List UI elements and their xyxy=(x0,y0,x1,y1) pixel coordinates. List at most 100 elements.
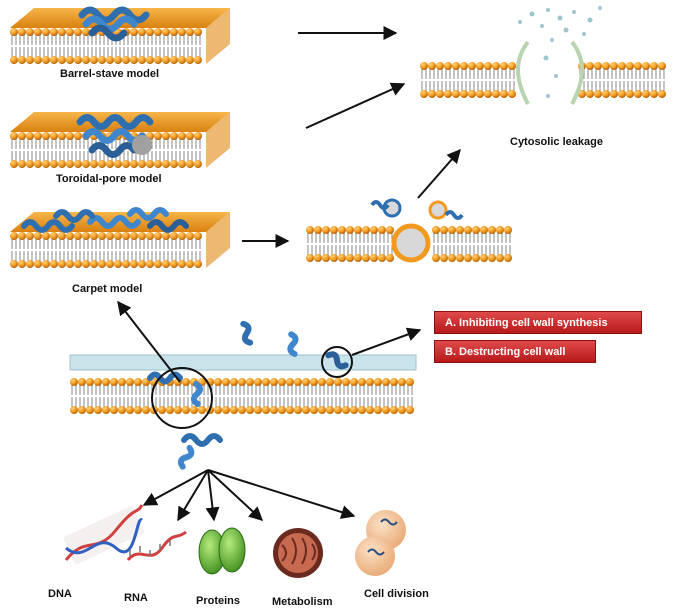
lipid-head xyxy=(106,56,114,64)
lipid-head xyxy=(496,254,504,262)
lipid-head xyxy=(130,28,138,36)
lipid-head xyxy=(366,406,374,414)
lipid-head xyxy=(174,406,182,414)
lipid-head xyxy=(138,56,146,64)
lipid-head xyxy=(370,254,378,262)
lipid-head xyxy=(472,254,480,262)
lipid-head xyxy=(170,28,178,36)
lipid-head xyxy=(126,406,134,414)
lipid-head xyxy=(74,232,82,240)
lipid-head xyxy=(444,90,452,98)
lipid-head xyxy=(346,226,354,234)
lipid-head xyxy=(114,160,122,168)
lipid-head xyxy=(286,378,294,386)
lipid-head xyxy=(138,160,146,168)
lipid-head xyxy=(106,160,114,168)
lipid-head xyxy=(102,406,110,414)
lipid-head xyxy=(66,260,74,268)
metabolism-label: Metabolism xyxy=(272,596,333,608)
lipid-head xyxy=(146,260,154,268)
lipid-head xyxy=(460,90,468,98)
lipid-head xyxy=(496,226,504,234)
leakage-pore-peptides xyxy=(516,40,584,105)
lipid-head xyxy=(98,232,106,240)
arrow-membrane-to-carpet xyxy=(117,300,181,383)
lipid-head xyxy=(398,406,406,414)
lipid-head xyxy=(10,232,18,240)
lipid-head xyxy=(130,160,138,168)
lipid-head xyxy=(114,56,122,64)
lipid-head xyxy=(306,226,314,234)
lipid-head xyxy=(342,378,350,386)
arrow-disruption-to-leakage xyxy=(417,148,461,199)
lipid-head xyxy=(162,232,170,240)
cell-wall xyxy=(69,354,417,371)
lipid-head xyxy=(186,56,194,64)
lipid-head xyxy=(626,62,634,70)
lipid-head xyxy=(130,260,138,268)
lipid-head xyxy=(82,56,90,64)
membrane-focus-circle xyxy=(151,367,213,429)
lipid-head xyxy=(82,160,90,168)
lipid-head xyxy=(194,260,202,268)
lipid-head xyxy=(146,56,154,64)
lipid-head xyxy=(10,28,18,36)
lipid-head xyxy=(350,406,358,414)
lipid-head xyxy=(432,254,440,262)
lipid-head xyxy=(114,232,122,240)
lipid-head xyxy=(130,56,138,64)
lipid-head xyxy=(586,90,594,98)
lipid-head xyxy=(126,378,134,386)
lipid-bilayer xyxy=(420,62,516,98)
lipid-head xyxy=(146,232,154,240)
lipid-head xyxy=(142,406,150,414)
lipid-head xyxy=(222,378,230,386)
lipid-head xyxy=(58,160,66,168)
lipid-head xyxy=(58,28,66,36)
protein-icon xyxy=(198,527,246,575)
lipid-head xyxy=(386,254,394,262)
lipid-head xyxy=(428,90,436,98)
lipid-head xyxy=(318,378,326,386)
lipid-head xyxy=(74,260,82,268)
lipid-head xyxy=(354,254,362,262)
lipid-head xyxy=(194,160,202,168)
lipid-head xyxy=(10,160,18,168)
lipid-head xyxy=(222,406,230,414)
lipid-head xyxy=(480,226,488,234)
lipid-head xyxy=(194,56,202,64)
lipid-head xyxy=(70,378,78,386)
lipid-head xyxy=(42,160,50,168)
lipid-head xyxy=(448,254,456,262)
lipid-head xyxy=(326,406,334,414)
rna-label: RNA xyxy=(124,592,148,604)
lipid-head xyxy=(334,378,342,386)
lipid-head xyxy=(178,232,186,240)
lipid-head xyxy=(186,260,194,268)
lipid-head xyxy=(642,62,650,70)
lipid-head xyxy=(314,226,322,234)
lipid-head xyxy=(18,232,26,240)
lipid-head xyxy=(366,378,374,386)
lipid-head xyxy=(74,56,82,64)
lipid-head xyxy=(468,90,476,98)
lipid-head xyxy=(456,226,464,234)
arrow-to-metabolism xyxy=(207,469,264,521)
lipid-head xyxy=(190,406,198,414)
lipid-head xyxy=(326,378,334,386)
lipid-head xyxy=(262,378,270,386)
lipid-head xyxy=(492,62,500,70)
arrow-to-dna xyxy=(142,469,209,506)
lipid-head xyxy=(162,160,170,168)
lipid-head xyxy=(508,90,516,98)
lipid-head xyxy=(154,160,162,168)
lipid-head xyxy=(420,62,428,70)
lipid-head xyxy=(182,378,190,386)
lipid-bilayer xyxy=(10,28,202,64)
lipid-head xyxy=(66,56,74,64)
lipid-head xyxy=(34,132,42,140)
lipid-head xyxy=(118,378,126,386)
lipid-head xyxy=(162,28,170,36)
lipid-head xyxy=(122,260,130,268)
